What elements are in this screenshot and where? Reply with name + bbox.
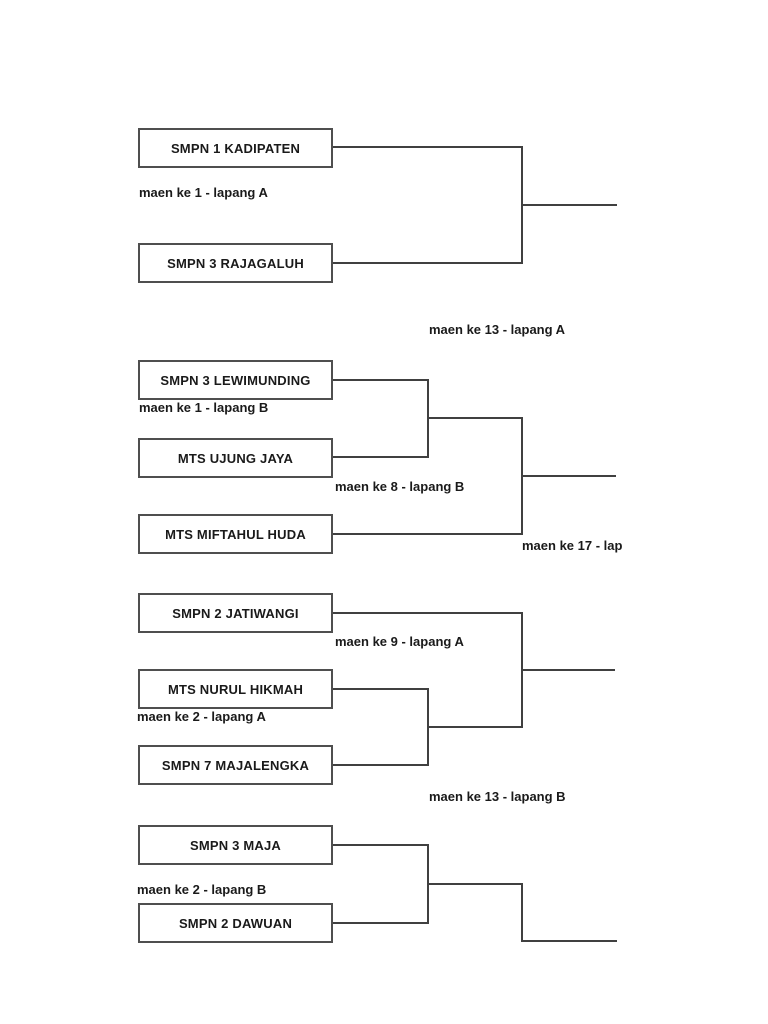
winner-line	[521, 669, 615, 671]
bracket-line	[427, 417, 523, 419]
match-label-13-lapang-a: maen ke 13 - lapang A	[429, 322, 566, 337]
match-label-17: maen ke 17 - lap	[522, 538, 623, 553]
winner-line	[521, 940, 617, 942]
team-box-smpn-3-maja: SMPN 3 MAJA	[138, 825, 333, 865]
team-name: SMPN 3 LEWIMUNDING	[160, 372, 311, 388]
team-name: SMPN 7 MAJALENGKA	[161, 757, 310, 773]
match-label-2-lapang-a: maen ke 2 - lapang A	[137, 709, 266, 724]
match-label-13-lapang-b: maen ke 13 - lapang B	[429, 789, 566, 804]
bracket-line	[333, 612, 523, 614]
team-box-mts-ujung-jaya: MTS UJUNG JAYA	[138, 438, 333, 478]
bracket-line	[427, 883, 523, 885]
bracket-line	[333, 764, 429, 766]
team-box-smpn-2-dawuan: SMPN 2 DAWUAN	[138, 903, 333, 943]
bracket-line	[427, 726, 523, 728]
team-box-smpn-3-rajagaluh: SMPN 3 RAJAGALUH	[138, 243, 333, 283]
match-label-8-lapang-b: maen ke 8 - lapang B	[335, 479, 465, 494]
team-box-smpn-7-majalengka: SMPN 7 MAJALENGKA	[138, 745, 333, 785]
bracket-line	[333, 379, 429, 381]
team-name: SMPN 1 KADIPATEN	[170, 140, 301, 156]
team-box-mts-nurul-hikmah: MTS NURUL HIKMAH	[138, 669, 333, 709]
match-label-1-lapang-a: maen ke 1 - lapang A	[139, 185, 268, 200]
match-label-1-lapang-b: maen ke 1 - lapang B	[139, 400, 269, 415]
team-name: MTS MIFTAHUL HUDA	[165, 526, 306, 542]
bracket-line	[333, 533, 523, 535]
winner-line	[521, 204, 617, 206]
match-label-9-lapang-a: maen ke 9 - lapang A	[335, 634, 464, 649]
winner-line	[521, 475, 616, 477]
team-name: MTS NURUL HIKMAH	[167, 681, 304, 697]
bracket-line	[333, 146, 523, 148]
team-box-smpn-2-jatiwangi: SMPN 2 JATIWANGI	[138, 593, 333, 633]
bracket-line	[521, 883, 523, 942]
match-label-2-lapang-b: maen ke 2 - lapang B	[137, 882, 267, 897]
team-name: SMPN 3 RAJAGALUH	[167, 255, 304, 271]
bracket-line	[333, 922, 429, 924]
bracket-line	[333, 688, 429, 690]
team-name: SMPN 3 MAJA	[189, 837, 282, 853]
team-name: SMPN 2 JATIWANGI	[172, 605, 299, 621]
team-box-mts-miftahul-huda: MTS MIFTAHUL HUDA	[138, 514, 333, 554]
team-box-smpn-3-lewimunding: SMPN 3 LEWIMUNDING	[138, 360, 333, 400]
team-name: MTS UJUNG JAYA	[177, 450, 294, 466]
bracket-line	[333, 456, 429, 458]
bracket-line	[333, 262, 523, 264]
team-box-smpn-1-kadipaten: SMPN 1 KADIPATEN	[138, 128, 333, 168]
bracket-line	[333, 844, 429, 846]
team-name: SMPN 2 DAWUAN	[178, 915, 293, 931]
